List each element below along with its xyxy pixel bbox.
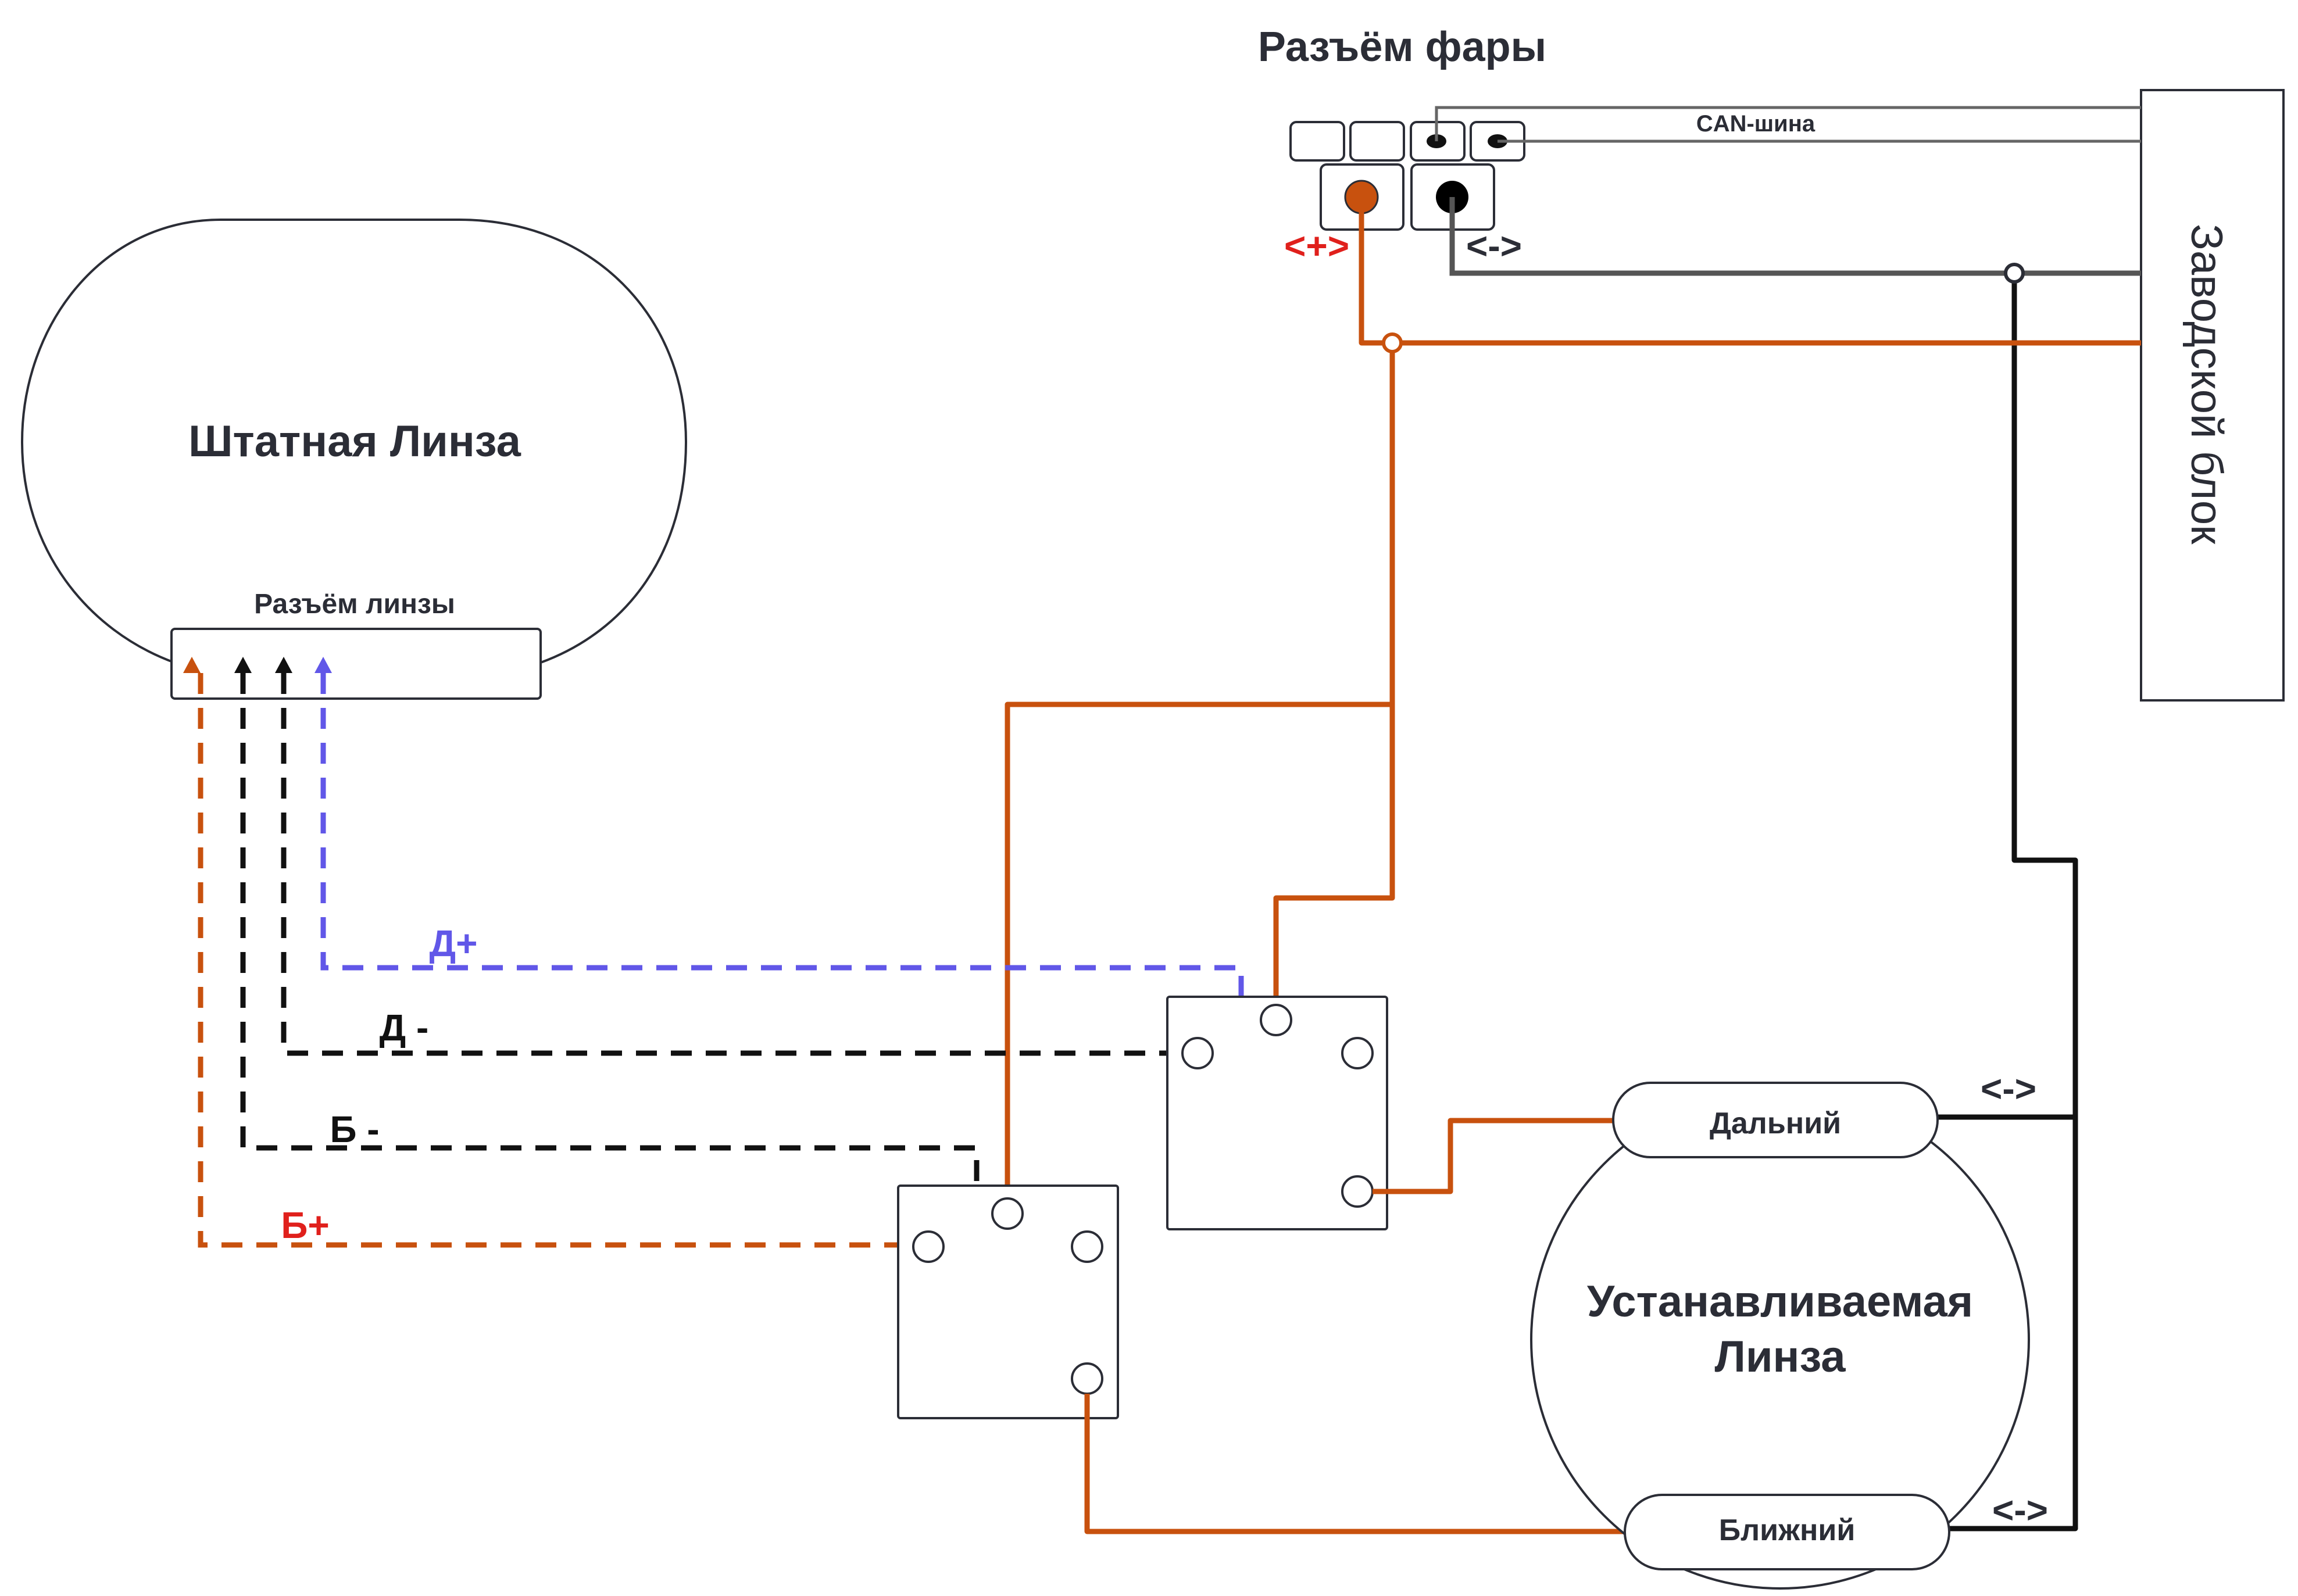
lens-connector-label: Разъём линзы: [254, 589, 455, 620]
relay-low-pin-out: [1071, 1362, 1103, 1395]
installed-lens-label-line2: Линза: [1715, 1332, 1846, 1382]
stock-lens: Штатная Линза Разъём линзы: [20, 219, 688, 700]
factory-unit-label: Заводской блок: [2182, 224, 2231, 545]
low-ground-label: <->: [1992, 1489, 2048, 1531]
relay-high-beam: [1166, 996, 1388, 1230]
high-beam-terminal: [1612, 1082, 1939, 1158]
headlight-connector: Разъём фары <+> <->: [1258, 24, 1546, 267]
minus-label: <->: [1466, 225, 1522, 267]
relay-high-pin-coil-plus: [1260, 1004, 1292, 1036]
arrow-high-plus: [314, 657, 332, 673]
minus-junction: [2004, 263, 2025, 284]
label-low-plus: Б+: [281, 1204, 329, 1246]
arrow-high-minus: [275, 657, 292, 673]
minus-wire: [1449, 197, 2141, 1531]
relay-high-pin-out: [1341, 1175, 1374, 1208]
installed-lens: Устанавливаемая Линза Дальний Ближний <-…: [1530, 1068, 2048, 1590]
output-wires: [1084, 1118, 1625, 1534]
relay-low-beam: [897, 1185, 1119, 1419]
relay-low-pin-signal: [912, 1230, 945, 1263]
relay-high-pin-signal: [1341, 1037, 1374, 1069]
relay-high-pin-coil-minus: [1181, 1037, 1214, 1069]
installed-lens-label-line1: Устанавливаемая: [1587, 1277, 1973, 1326]
stock-lens-label: Штатная Линза: [188, 417, 521, 466]
factory-unit: Заводской блок: [2140, 89, 2285, 702]
low-beam-terminal: [1624, 1494, 1950, 1570]
can-bus-label: CAN-шина: [1696, 111, 1815, 137]
can-bus: CAN-шина: [1435, 106, 2141, 143]
connector-pin-2: [1349, 121, 1405, 162]
label-low-minus: Б -: [330, 1108, 379, 1150]
arrow-low-plus: [183, 657, 201, 673]
plus-junction: [1382, 332, 1403, 353]
plus-label: <+>: [1284, 225, 1349, 267]
headlight-connector-title: Разъём фары: [1258, 24, 1546, 70]
low-beam-label: Ближний: [1719, 1513, 1856, 1547]
label-high-plus: Д+: [430, 922, 478, 964]
relay-low-pin-coil-minus: [1071, 1230, 1103, 1263]
lens-connector: [170, 628, 542, 700]
connector-pin-1: [1289, 121, 1345, 162]
arrow-low-minus: [234, 657, 252, 673]
high-beam-label: Дальний: [1710, 1107, 1841, 1140]
high-ground-label: <->: [1981, 1068, 2036, 1110]
plus-wire: [1005, 197, 2141, 1208]
relay-low-pin-coil-plus: [991, 1197, 1024, 1230]
label-high-minus: Д -: [380, 1007, 429, 1049]
